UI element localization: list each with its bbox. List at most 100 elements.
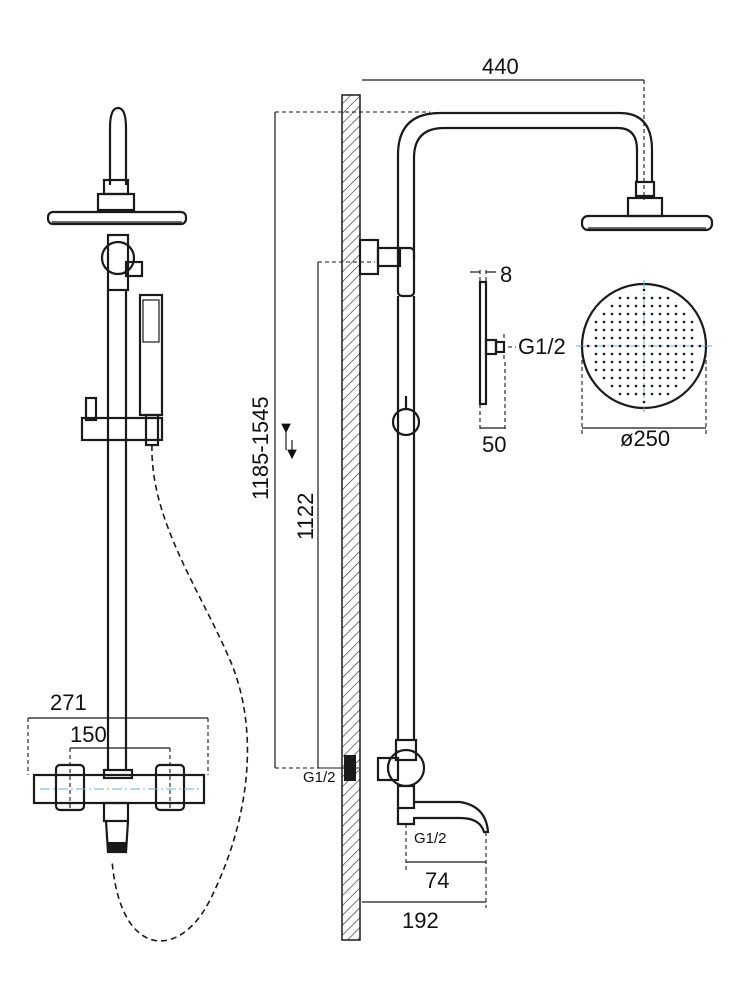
nozzle-dot bbox=[650, 360, 654, 364]
nozzle-dot bbox=[602, 312, 606, 316]
dim-bar-height: 1122 bbox=[293, 493, 318, 540]
nozzle-dot bbox=[626, 352, 630, 356]
nozzle-dot bbox=[586, 344, 590, 348]
nozzle-dot bbox=[650, 352, 654, 356]
nozzle-dot bbox=[658, 296, 662, 300]
nozzle-dot bbox=[682, 336, 686, 340]
nozzle-dot bbox=[634, 304, 638, 308]
nozzle-dot bbox=[610, 304, 614, 308]
nozzle-dot bbox=[594, 344, 598, 348]
nozzle-dot bbox=[674, 312, 678, 316]
nozzle-dot bbox=[690, 328, 694, 332]
nozzle-dot bbox=[658, 360, 662, 364]
front-view: 271 150 bbox=[27, 106, 249, 942]
front-spout bbox=[102, 801, 130, 823]
dim-wall-inlet: G1/2 bbox=[303, 769, 336, 786]
nozzle-dot bbox=[690, 320, 694, 324]
nozzle-dot bbox=[642, 344, 646, 348]
nozzle-dot bbox=[658, 328, 662, 332]
nozzle-dot bbox=[610, 344, 614, 348]
nozzle-dot bbox=[674, 368, 678, 372]
nozzle-dot bbox=[650, 368, 654, 372]
nozzle-dot bbox=[666, 392, 670, 396]
nozzle-dot bbox=[682, 352, 686, 356]
nozzle-dot bbox=[602, 336, 606, 340]
nozzle-dot bbox=[626, 368, 630, 372]
nozzle-dot bbox=[666, 376, 670, 380]
front-diverter-knob bbox=[100, 240, 136, 276]
nozzle-dot bbox=[602, 328, 606, 332]
nozzle-dot bbox=[666, 360, 670, 364]
nozzle-dot bbox=[618, 304, 622, 308]
nozzle-dot bbox=[634, 344, 638, 348]
nozzle-dot bbox=[658, 376, 662, 380]
riser-arm bbox=[396, 111, 654, 260]
nozzle-dot bbox=[658, 312, 662, 316]
nozzle-dot bbox=[642, 352, 646, 356]
nozzle-dot bbox=[642, 360, 646, 364]
nozzle-dot bbox=[658, 344, 662, 348]
nozzle-dot bbox=[650, 336, 654, 340]
nozzle-dot bbox=[626, 312, 630, 316]
nozzle-dot bbox=[634, 376, 638, 380]
nozzle-dot bbox=[666, 344, 670, 348]
nozzle-dot bbox=[634, 312, 638, 316]
nozzle-dot bbox=[634, 368, 638, 372]
nozzle-dot bbox=[602, 344, 606, 348]
nozzle-dot bbox=[666, 304, 670, 308]
nozzle-dot bbox=[610, 328, 614, 332]
nozzle-dot bbox=[658, 352, 662, 356]
dim-spout-projection: 74 bbox=[425, 868, 449, 893]
nozzle-dot bbox=[682, 320, 686, 324]
nozzle-dot bbox=[594, 328, 598, 332]
nozzle-dot bbox=[650, 312, 654, 316]
nozzle-dot bbox=[650, 320, 654, 324]
front-slider bbox=[80, 416, 164, 442]
nozzle-dot bbox=[618, 392, 622, 396]
nozzle-dot bbox=[642, 288, 646, 292]
nozzle-dot bbox=[650, 392, 654, 396]
nozzle-dot bbox=[634, 392, 638, 396]
nozzle-dot bbox=[642, 320, 646, 324]
nozzle-dot bbox=[682, 376, 686, 380]
nozzle-dot bbox=[666, 320, 670, 324]
nozzle-dot bbox=[658, 320, 662, 324]
nozzle-dot bbox=[610, 384, 614, 388]
nozzle-dot bbox=[690, 368, 694, 372]
nozzle-dot bbox=[642, 304, 646, 308]
nozzle-dot bbox=[674, 328, 678, 332]
dim-head-diameter: ø250 bbox=[620, 426, 670, 451]
nozzle-dot bbox=[682, 368, 686, 372]
nozzle-dot bbox=[698, 344, 702, 348]
nozzle-dot bbox=[634, 320, 638, 324]
nozzle-dot bbox=[650, 384, 654, 388]
nozzle-dot bbox=[674, 384, 678, 388]
nozzle-dot bbox=[618, 384, 622, 388]
nozzle-dot bbox=[610, 352, 614, 356]
nozzle-dot bbox=[626, 344, 630, 348]
nozzle-dot bbox=[674, 360, 678, 364]
nozzle-dot bbox=[618, 352, 622, 356]
nozzle-dot bbox=[674, 304, 678, 308]
dim-spout-inlet: G1/2 bbox=[414, 830, 447, 847]
nozzle-dot bbox=[682, 344, 686, 348]
nozzle-dot bbox=[642, 376, 646, 380]
nozzle-dot bbox=[658, 336, 662, 340]
nozzle-dot bbox=[674, 320, 678, 324]
nozzle-dot bbox=[666, 328, 670, 332]
nozzle-dot bbox=[666, 384, 670, 388]
nozzle-dot bbox=[634, 336, 638, 340]
nozzle-dot bbox=[626, 320, 630, 324]
nozzle-dot bbox=[666, 352, 670, 356]
nozzle-dot bbox=[642, 384, 646, 388]
nozzle-dot bbox=[658, 392, 662, 396]
nozzle-dot bbox=[610, 360, 614, 364]
nozzle-dot bbox=[650, 328, 654, 332]
nozzle-dot bbox=[618, 368, 622, 372]
nozzle-dot bbox=[618, 296, 622, 300]
nozzle-dot bbox=[594, 336, 598, 340]
nozzle-dot bbox=[690, 336, 694, 340]
nozzle-dot bbox=[626, 392, 630, 396]
nozzle-dot bbox=[682, 328, 686, 332]
